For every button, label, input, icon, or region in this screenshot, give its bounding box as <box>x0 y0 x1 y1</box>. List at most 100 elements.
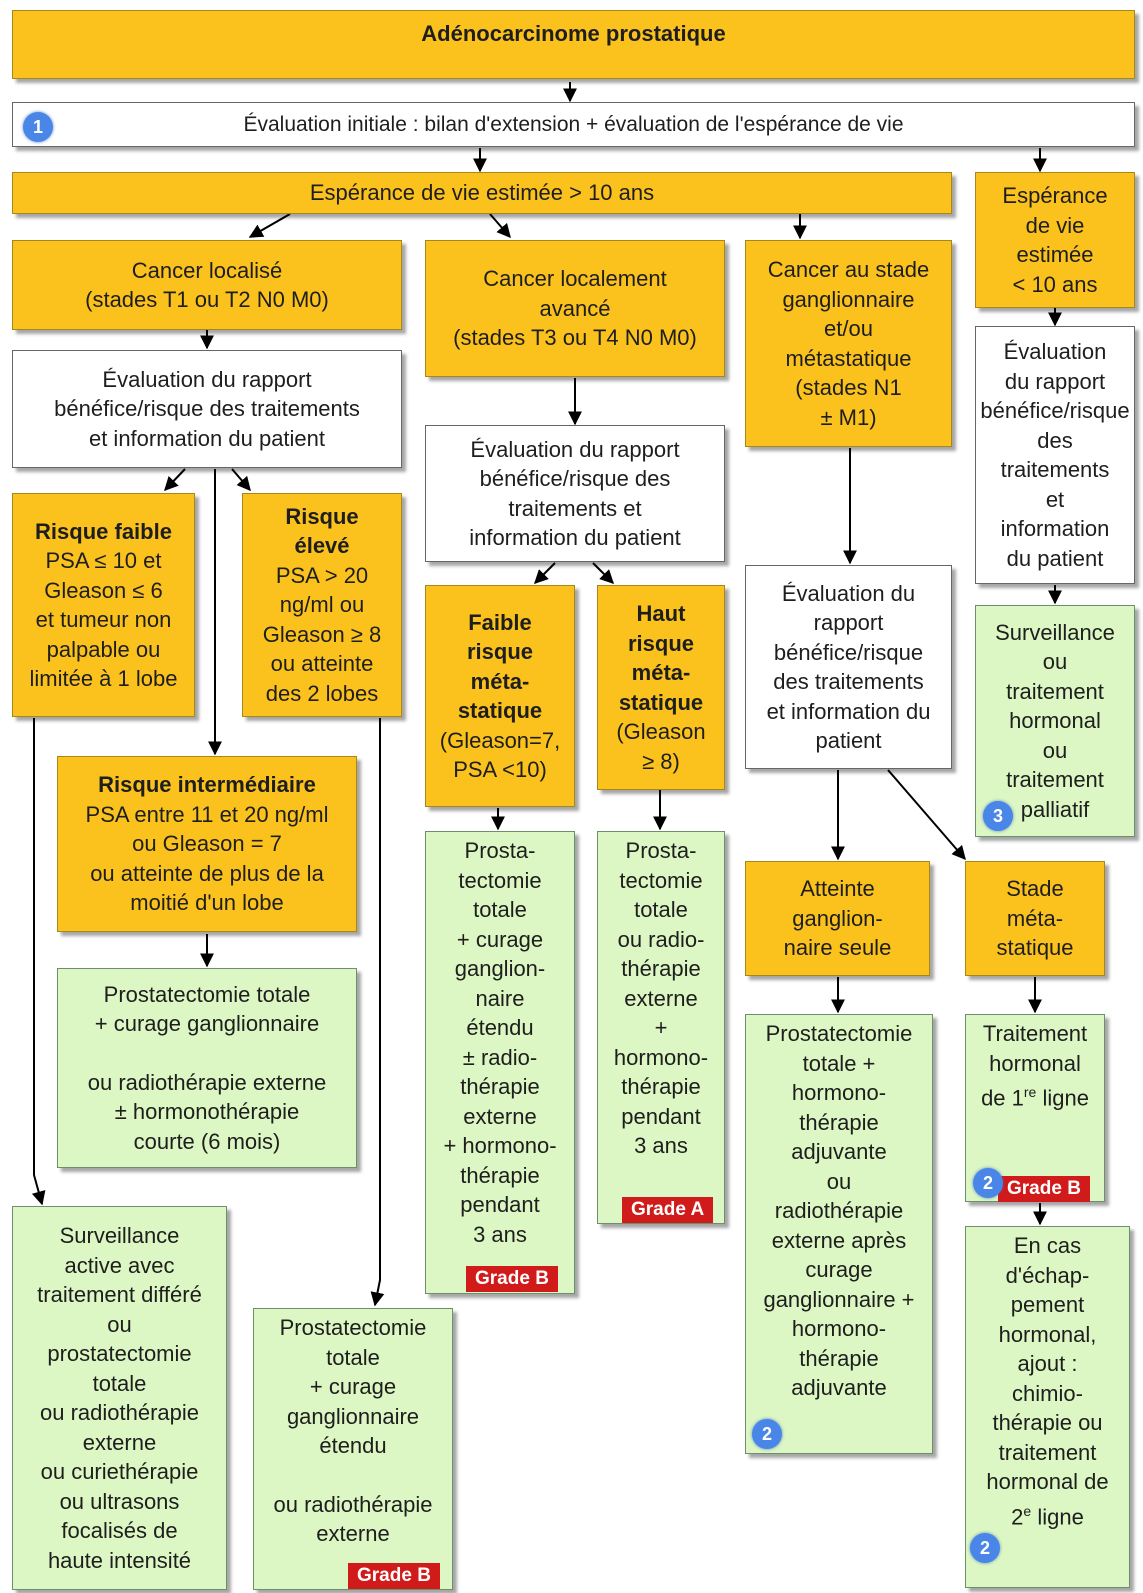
atteinte-line: Atteinte <box>800 876 875 902</box>
arrow-sup10-to-localise <box>248 213 291 238</box>
esperance-inf-line: < 10 ans <box>1012 271 1098 297</box>
surveillance-inf-line: traitement <box>1006 678 1104 704</box>
trait-ganglionnaire-line: adjuvante <box>791 1375 887 1400</box>
echappement-line: ajout : <box>1017 1351 1078 1376</box>
trait-ganglionnaire-line: Prostatectomie <box>765 1021 913 1046</box>
trait-faible-meta-line: externe <box>463 1103 537 1129</box>
echappement-box: En cas d'échap- pement hormonal, ajout :… <box>965 1226 1130 1588</box>
risque-faible-line: limitée à 1 lobe <box>29 666 178 691</box>
eval-localise-line: et information du patient <box>88 425 326 451</box>
eval-inf-line: et <box>1045 486 1065 512</box>
faible-risque-meta-box: Faible risque méta- statique (Gleason=7,… <box>425 585 575 807</box>
eval-ganglionnaire-line: rapport <box>813 610 884 635</box>
surveillance-inf-line: palliatif <box>1020 796 1090 822</box>
trait-ganglionnaire-line: thérapie <box>799 1109 879 1135</box>
echappement-line: pement <box>1010 1292 1085 1317</box>
trait-intermediaire-line: courte (6 mois) <box>133 1128 281 1154</box>
trait-faible-line: prostatectomie <box>47 1341 192 1366</box>
trait-ganglionnaire-line: ou <box>826 1168 852 1194</box>
trait-eleve-line: totale <box>326 1344 380 1370</box>
trait-faible-meta-line: naire <box>475 985 525 1011</box>
trait-faible-line: ou ultrasons <box>59 1488 180 1514</box>
evaluation-initiale-box: Évaluation initiale : bilan d'extension … <box>12 102 1135 147</box>
trait-faible-meta-line: + curage <box>456 926 544 952</box>
stade-metastatique-box: Stade méta- statique <box>965 861 1105 976</box>
haut-risque-meta-title: risque <box>627 630 695 656</box>
trait-ganglionnaire-box: Prostatectomie totale + hormono- thérapi… <box>745 1014 933 1454</box>
esperance-sup-10-text: Espérance de vie estimée > 10 ans <box>309 180 655 206</box>
eval-localise-line: Évaluation du rapport <box>102 366 312 392</box>
atteinte-ganglionnaire-box: Atteinte ganglion- naire seule <box>745 861 930 976</box>
echappement-ligne: ligne <box>1031 1503 1084 1529</box>
risque-faible-box: Risque faible PSA ≤ 10 et Gleason ≤ 6 et… <box>12 493 195 717</box>
eval-avance-box: Évaluation du rapport bénéfice/risque de… <box>425 425 725 562</box>
number-badge-1: 1 <box>23 112 53 142</box>
trait-ganglionnaire-line: curage <box>805 1257 873 1282</box>
risque-eleve-box: Risque élevé PSA > 20 ng/ml ou Gleason ≥… <box>242 493 402 717</box>
risque-eleve-line: ng/ml ou <box>279 592 365 618</box>
trait-haut-meta-line: thérapie <box>621 956 701 981</box>
cancer-ganglionnaire-line: et/ou <box>824 316 873 341</box>
eval-inf-line: du patient <box>1006 545 1104 571</box>
echappement-2: 2 <box>1011 1503 1024 1529</box>
haut-risque-meta-title: Haut <box>636 601 686 626</box>
echappement-sup: e <box>1023 1502 1032 1519</box>
arrow-faible-to-trait <box>31 718 46 1206</box>
echappement-line: En cas <box>1013 1233 1082 1258</box>
trait-faible-meta-line: + hormono- <box>443 1133 557 1158</box>
echappement-line: d'échap- <box>1005 1262 1090 1288</box>
eval-avance-line: Évaluation du rapport <box>470 436 680 462</box>
eval-inf-10-box: Évaluation du rapport bénéfice/risque de… <box>975 326 1135 584</box>
trait-eleve-line: étendu <box>319 1433 387 1458</box>
risque-faible-line: et tumeur non <box>35 607 172 632</box>
cancer-ganglionnaire-line: métastatique <box>785 345 912 371</box>
grade-badge-haut-meta: Grade A <box>622 1197 714 1223</box>
trait-faible-line: traitement différé <box>37 1282 202 1307</box>
echappement-line: traitement <box>998 1439 1097 1465</box>
trait-haut-meta-line: 3 ans <box>634 1133 688 1158</box>
trait-intermediaire-line: ± hormonothérapie <box>114 1099 300 1125</box>
arrow-eval-to-faible <box>164 468 186 492</box>
cancer-ganglionnaire-line: ganglionnaire <box>782 286 915 312</box>
trait-faible-line: ou <box>107 1311 132 1337</box>
surveillance-inf-line: hormonal <box>1009 708 1101 734</box>
trait-haut-meta-line: totale <box>634 897 688 922</box>
esperance-sup-10-box: Espérance de vie estimée > 10 ans <box>12 172 952 214</box>
risque-faible-line: palpable ou <box>46 636 161 662</box>
trait-haut-meta-line: tectomie <box>619 867 703 893</box>
arrow-eleve-to-trait <box>370 718 385 1307</box>
trait-faible-meta-line: thérapie <box>460 1074 540 1099</box>
haut-risque-meta-title: méta- <box>631 660 691 685</box>
trait-haut-meta-line: thérapie <box>621 1074 701 1099</box>
cancer-ganglionnaire-line: Cancer au stade <box>767 257 930 282</box>
haut-risque-meta-title: statique <box>618 689 704 715</box>
risque-eleve-line: PSA > 20 <box>275 562 369 588</box>
stade-line: méta- <box>1006 905 1064 931</box>
risque-intermediaire-line: moitié d'un lobe <box>130 890 284 916</box>
cancer-avance-line: (stades T3 ou T4 N0 M0) <box>453 325 697 351</box>
traitement-hormonal-de-1: de 1 <box>981 1085 1024 1111</box>
trait-faible-line: ou radiothérapie <box>39 1400 199 1425</box>
eval-inf-line: information <box>1000 516 1110 541</box>
arrow-eval-to-stade <box>887 769 966 861</box>
echappement-line: 2e ligne <box>1011 1497 1084 1532</box>
eval-ganglionnaire-box: Évaluation du rapport bénéfice/risque de… <box>745 565 952 769</box>
faible-risque-meta-title: méta- <box>470 668 530 694</box>
risque-eleve-line: ou atteinte <box>270 651 374 677</box>
trait-faible-box: Surveillance active avec traitement diff… <box>12 1206 227 1590</box>
cancer-localise-box: Cancer localisé (stades T1 ou T2 N0 M0) <box>12 240 402 330</box>
trait-ganglionnaire-line: adjuvante <box>791 1139 887 1164</box>
faible-risque-meta-title: statique <box>457 698 543 723</box>
traitement-hormonal-line: hormonal <box>989 1050 1081 1076</box>
trait-ganglionnaire-line: radiothérapie <box>774 1198 904 1223</box>
trait-intermediaire-line: + curage ganglionnaire <box>94 1011 320 1037</box>
risque-intermediaire-line: PSA entre 11 et 20 ng/ml <box>85 801 329 827</box>
cancer-avance-line: Cancer localement <box>483 266 667 292</box>
trait-faible-meta-line: tectomie <box>458 867 542 893</box>
atteinte-line: ganglion- <box>792 905 883 931</box>
trait-faible-meta-line: ± radio- <box>462 1044 538 1070</box>
stade-line: Stade <box>1006 876 1064 902</box>
atteinte-line: naire seule <box>783 935 892 961</box>
eval-inf-line: Évaluation <box>1003 339 1107 364</box>
